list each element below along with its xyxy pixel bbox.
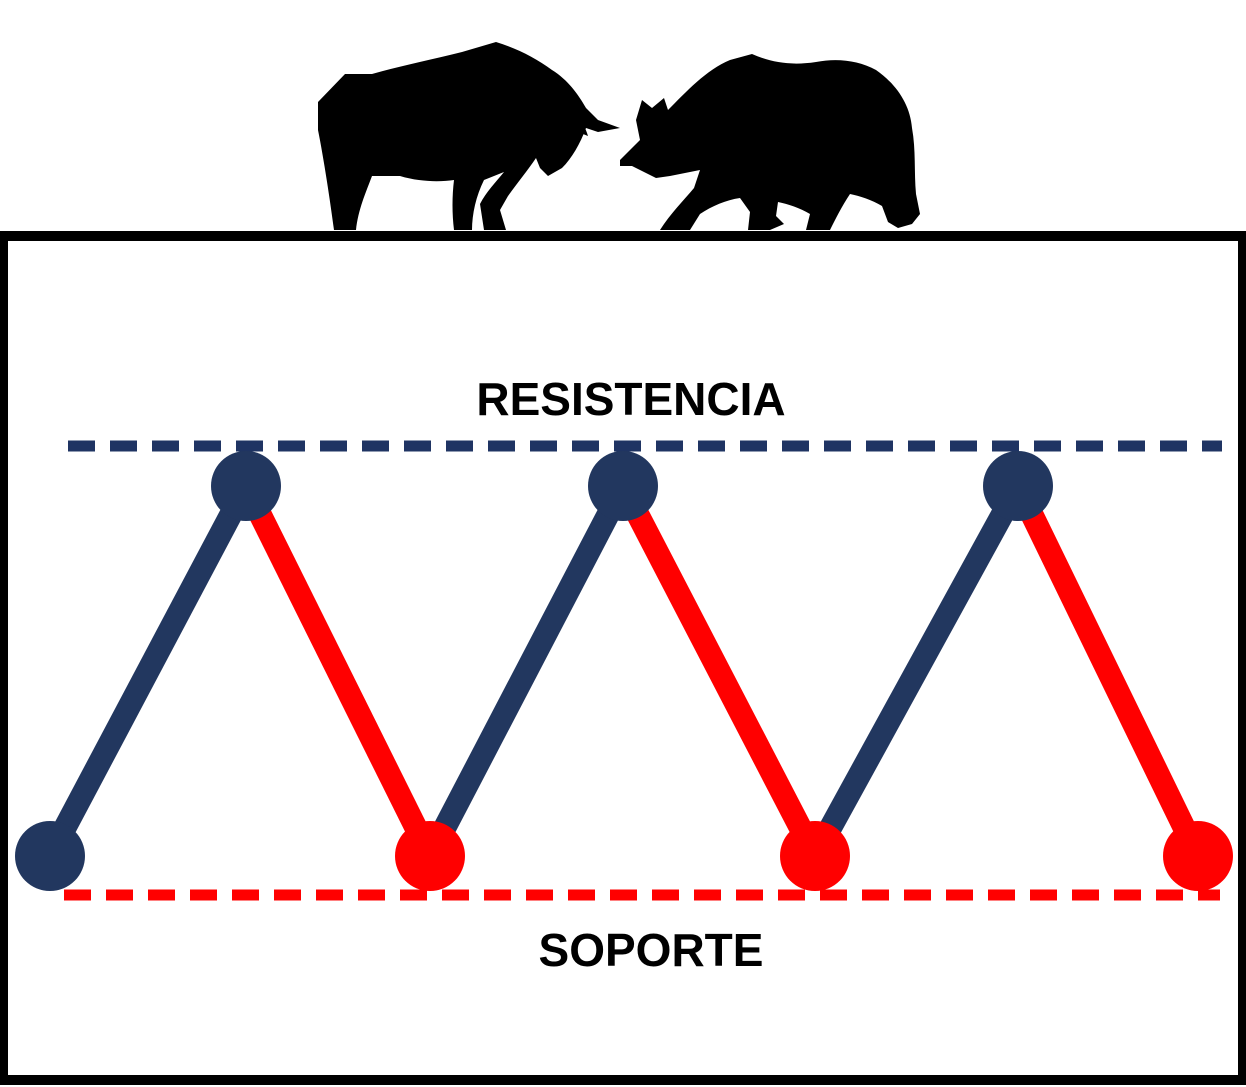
price-swings <box>39 480 1209 862</box>
low-point-1 <box>15 821 85 891</box>
low-point-2 <box>395 821 465 891</box>
upswing-1 <box>39 480 257 862</box>
low-point-4 <box>1163 821 1233 891</box>
low-point-3 <box>780 821 850 891</box>
downswing-3 <box>1007 480 1209 862</box>
high-point-2 <box>588 451 658 521</box>
swing-points <box>15 451 1233 891</box>
upswing-3 <box>804 480 1029 862</box>
diagram-frame <box>0 231 1246 1085</box>
bull-icon <box>318 42 620 230</box>
downswing-1 <box>235 480 441 862</box>
high-point-3 <box>983 451 1053 521</box>
upswing-2 <box>419 480 634 862</box>
resistance-label: RESISTENCIA <box>476 373 785 425</box>
downswing-2 <box>612 480 826 862</box>
support-label: SOPORTE <box>539 924 764 976</box>
high-point-1 <box>211 451 281 521</box>
bear-icon <box>620 54 920 230</box>
